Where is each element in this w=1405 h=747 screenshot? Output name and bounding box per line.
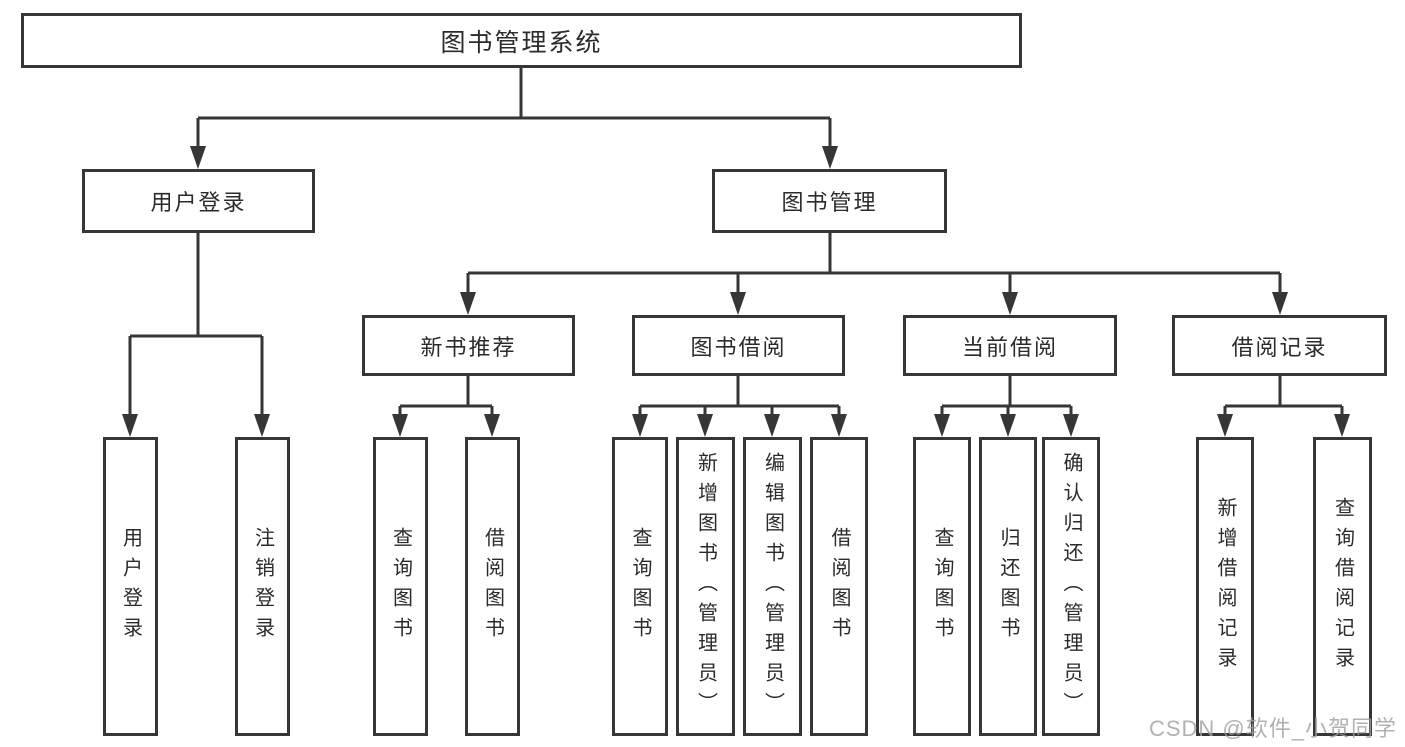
leaf-user-login: 用户登录 — [103, 437, 158, 736]
node-library-system-root: 图书管理系统 — [21, 13, 1022, 68]
leaf-query-books-borrowing: 查询图书 — [612, 437, 668, 736]
leaf-confirm-return-admin: 确认归还（管理员） — [1042, 437, 1100, 736]
leaf-query-books-recommend: 查询图书 — [373, 437, 428, 736]
leaf-add-book-admin: 新增图书（管理员） — [676, 437, 735, 736]
leaf-query-books-current: 查询图书 — [913, 437, 971, 736]
node-new-book-recommend: 新书推荐 — [362, 315, 575, 376]
leaf-borrow-books-recommend: 借阅图书 — [465, 437, 520, 736]
node-current-borrowing: 当前借阅 — [903, 315, 1117, 376]
leaf-return-books: 归还图书 — [979, 437, 1037, 736]
leaf-borrow-books: 借阅图书 — [810, 437, 868, 736]
csdn-watermark: CSDN @软件_小贺同学 — [1148, 716, 1397, 741]
leaf-query-borrow-record: 查询借阅记录 — [1313, 437, 1372, 736]
leaf-add-borrow-record: 新增借阅记录 — [1196, 437, 1254, 736]
leaf-logout: 注销登录 — [235, 437, 290, 736]
node-book-management: 图书管理 — [712, 169, 947, 233]
node-book-borrowing: 图书借阅 — [632, 315, 845, 376]
node-borrow-records: 借阅记录 — [1172, 315, 1387, 376]
node-user-login: 用户登录 — [82, 169, 315, 233]
leaf-edit-book-admin: 编辑图书（管理员） — [743, 437, 802, 736]
